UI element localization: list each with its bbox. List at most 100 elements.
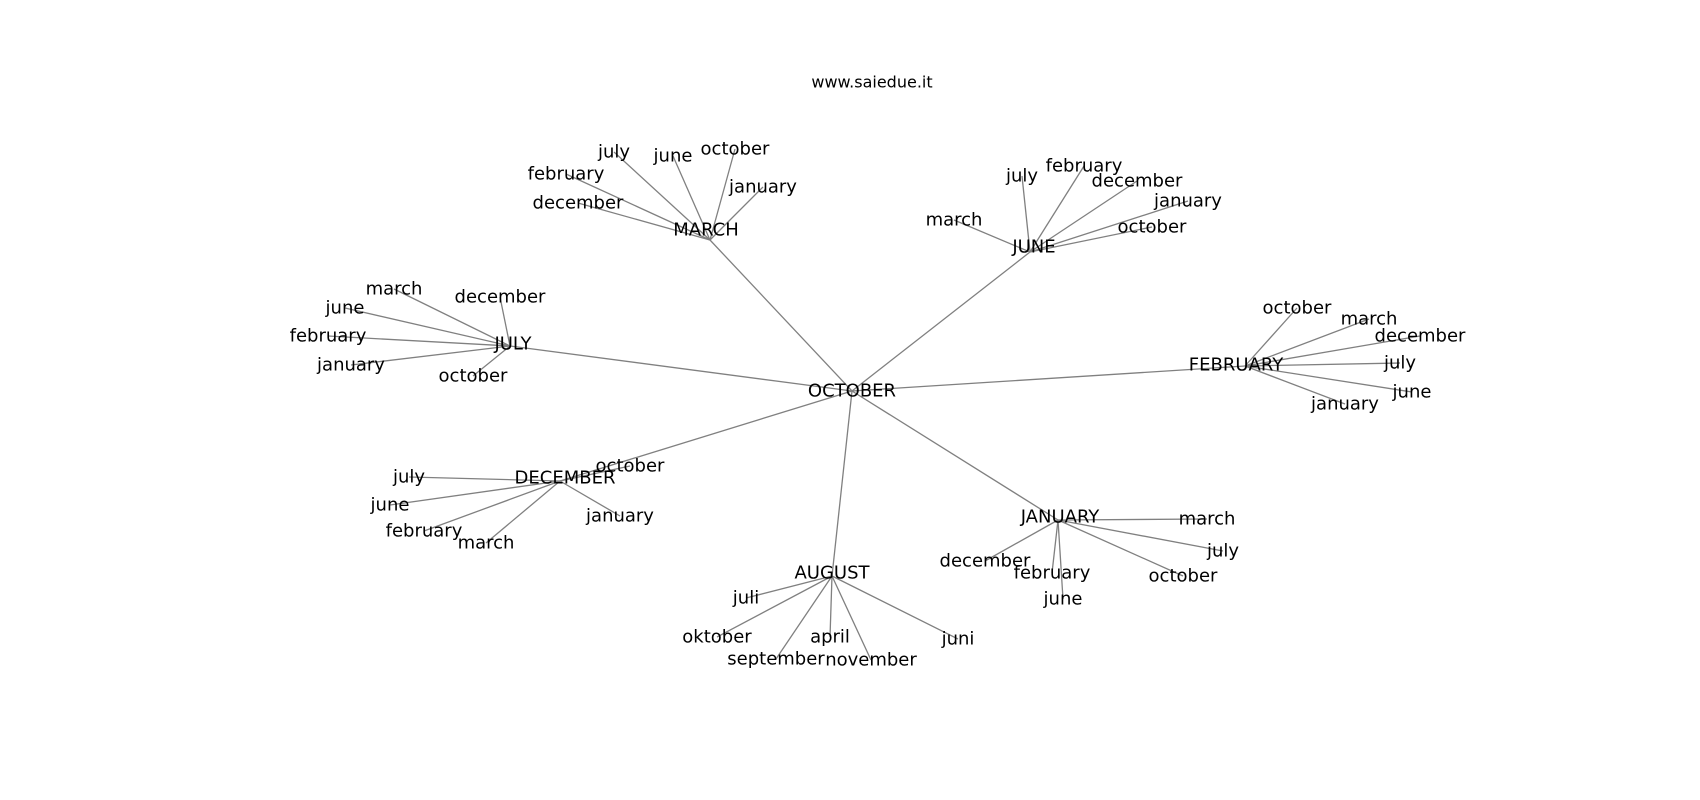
leaf-label-august-juli: juli [732, 588, 759, 609]
edge-march-to-june [672, 155, 711, 241]
edge-march-to-february [565, 173, 711, 241]
edge-february-to-march [1244, 318, 1370, 367]
leaf-label-january-october: october [1149, 566, 1218, 587]
edge-june-to-february [1029, 165, 1085, 253]
leaf-label-january-june: june [1043, 589, 1083, 610]
hub-label-january: JANUARY [1020, 507, 1101, 528]
leaf-label-june-january: january [1153, 191, 1222, 212]
edge-july-to-december [499, 296, 511, 347]
leaf-label-july-february: february [290, 326, 367, 347]
leaf-label-july-january: january [316, 355, 385, 376]
edge-december-to-july [408, 476, 561, 482]
leaf-label-december-march: march [458, 533, 515, 554]
hub-label-august: AUGUST [794, 563, 870, 584]
leaf-label-march-july: july [597, 142, 630, 163]
leaf-label-february-october: october [1263, 298, 1332, 319]
leaf-label-february-june: june [1392, 382, 1432, 403]
leaf-label-june-october: october [1118, 217, 1187, 238]
leaf-label-july-october: october [439, 366, 508, 387]
edge-june-to-march [953, 219, 1031, 253]
leaf-label-june-march: march [926, 210, 983, 231]
edge-july-to-march [393, 288, 511, 347]
figure-title: www.saiedue.it [811, 73, 932, 92]
edge-august-to-juli [745, 575, 833, 599]
hub-label-february: FEBRUARY [1189, 355, 1284, 376]
edge-august-to-oktober [716, 575, 833, 638]
edge-june-to-december [1029, 180, 1138, 253]
edge-root-to-june [851, 251, 1031, 392]
edge-root-to-august [831, 390, 853, 577]
edge-february-to-october [1244, 307, 1298, 367]
edge-january-to-december [984, 519, 1059, 562]
graph-edges [327, 148, 1421, 661]
leaf-label-december-january: january [585, 506, 654, 527]
edge-december-to-october [559, 465, 631, 482]
edge-march-to-december [577, 202, 711, 241]
leaf-label-march-october: october [701, 139, 770, 160]
leaf-label-january-december: december [940, 551, 1032, 572]
edge-august-to-september [775, 575, 833, 660]
hub-label-march: MARCH [673, 220, 739, 241]
edge-june-to-october [1029, 226, 1153, 253]
edge-january-to-february [1051, 519, 1059, 574]
leaf-label-march-february: february [528, 164, 605, 185]
leaf-label-august-oktober: oktober [682, 627, 752, 648]
leaf-label-december-june: june [370, 495, 410, 516]
leaf-label-march-june: june [653, 146, 693, 167]
edge-august-to-november [831, 575, 872, 661]
leaf-label-july-december: december [455, 287, 547, 308]
edge-february-to-december [1244, 335, 1421, 367]
leaf-label-february-january: january [1310, 394, 1379, 415]
hub-label-july: JULY [493, 334, 532, 355]
leaf-label-july-june: june [325, 298, 365, 319]
edge-july-to-january [350, 345, 511, 366]
edge-january-to-march [1057, 518, 1208, 521]
edge-root-to-july [509, 345, 853, 392]
leaf-label-july-march: march [366, 279, 423, 300]
edge-march-to-october [709, 148, 736, 241]
edge-december-to-june [389, 480, 561, 506]
leaf-label-june-december: december [1092, 171, 1184, 192]
hub-label-december: DECEMBER [515, 468, 616, 489]
hub-label-june: JUNE [1011, 237, 1055, 258]
edge-march-to-january [709, 186, 764, 241]
edge-august-to-april [829, 575, 833, 638]
leaf-label-february-july: july [1383, 353, 1416, 374]
edge-root-to-march [709, 239, 853, 392]
edge-root-to-january [851, 390, 1059, 521]
leaf-label-december-july: july [392, 467, 425, 488]
edge-february-to-july [1244, 362, 1401, 367]
edge-june-to-july [1021, 175, 1031, 253]
leaf-label-january-july: july [1206, 541, 1239, 562]
leaf-label-august-juni: juni [941, 629, 975, 650]
edge-july-to-february [327, 335, 511, 347]
edge-december-to-february [423, 480, 561, 532]
edge-january-to-july [1057, 519, 1224, 552]
root-label-october: OCTOBER [808, 381, 896, 402]
edge-july-to-october [472, 345, 511, 377]
edge-january-to-october [1057, 519, 1184, 577]
edge-march-to-july [613, 151, 711, 241]
edge-december-to-march [485, 480, 561, 544]
edge-root-to-december [559, 390, 853, 482]
edge-root-to-february [851, 365, 1246, 392]
edge-july-to-june [344, 307, 511, 347]
leaf-label-january-march: march [1179, 509, 1236, 530]
leaf-label-august-november: november [825, 650, 917, 671]
leaf-label-august-april: april [810, 627, 850, 648]
leaf-label-january-february: february [1014, 563, 1091, 584]
leaf-label-march-january: january [728, 177, 797, 198]
edge-february-to-january [1244, 365, 1346, 405]
leaf-label-march-december: december [533, 193, 625, 214]
edge-june-to-january [1029, 200, 1189, 253]
edge-february-to-june [1244, 365, 1413, 393]
leaf-label-december-october: october [596, 456, 665, 477]
edge-august-to-juni [831, 575, 959, 640]
edge-january-to-june [1057, 519, 1064, 600]
leaf-label-february-december: december [1375, 326, 1467, 347]
leaf-label-february-march: march [1341, 309, 1398, 330]
leaf-label-august-september: september [727, 649, 825, 670]
edge-december-to-january [559, 480, 621, 517]
